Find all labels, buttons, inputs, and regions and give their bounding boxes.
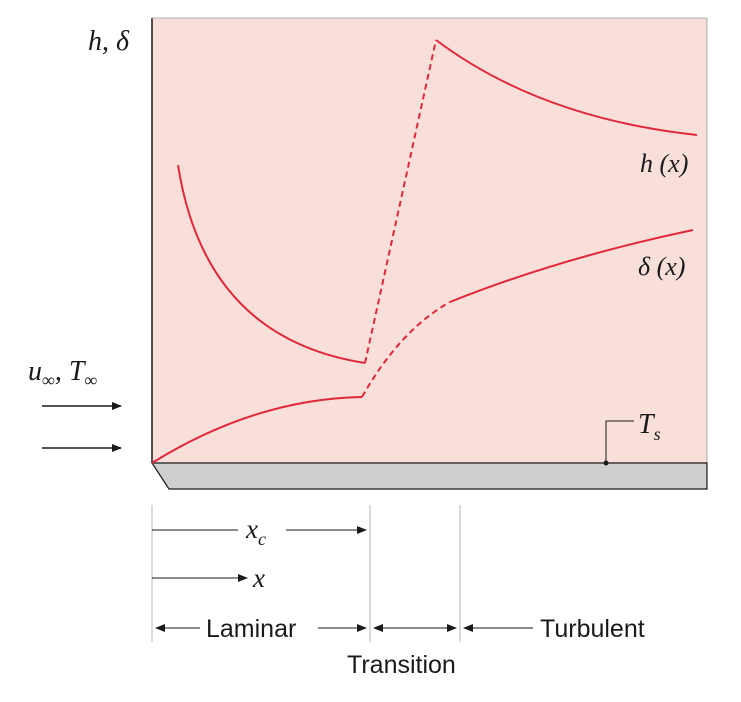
plot-region [152,18,707,463]
infinity-subscript: ∞ [42,370,55,390]
delta-curve-transition [361,301,451,398]
h-curve-laminar [177,164,366,364]
free-stream-label: u∞, T∞ [28,356,97,390]
transition-label: Transition [347,651,456,679]
surface-temp-leader [605,420,634,463]
x-label: x [252,563,265,593]
turbulent-label: Turbulent [540,615,645,643]
h-curve-turbulent [435,39,698,136]
delta-curve-turbulent [449,229,694,303]
u-symbol: u [28,356,42,387]
surface-temp-point [603,460,609,466]
laminar-label: Laminar [206,615,296,643]
infinity-subscript: ∞ [84,370,97,390]
h-curve-label: h (x) [640,149,688,178]
h-curve-transition [364,39,437,364]
flat-plate [150,462,708,490]
delta-curve-label: δ (x) [638,252,685,281]
delta-curve-laminar [151,396,363,464]
xc-label: xc [245,514,266,549]
axis-label: h, δ [88,26,130,57]
